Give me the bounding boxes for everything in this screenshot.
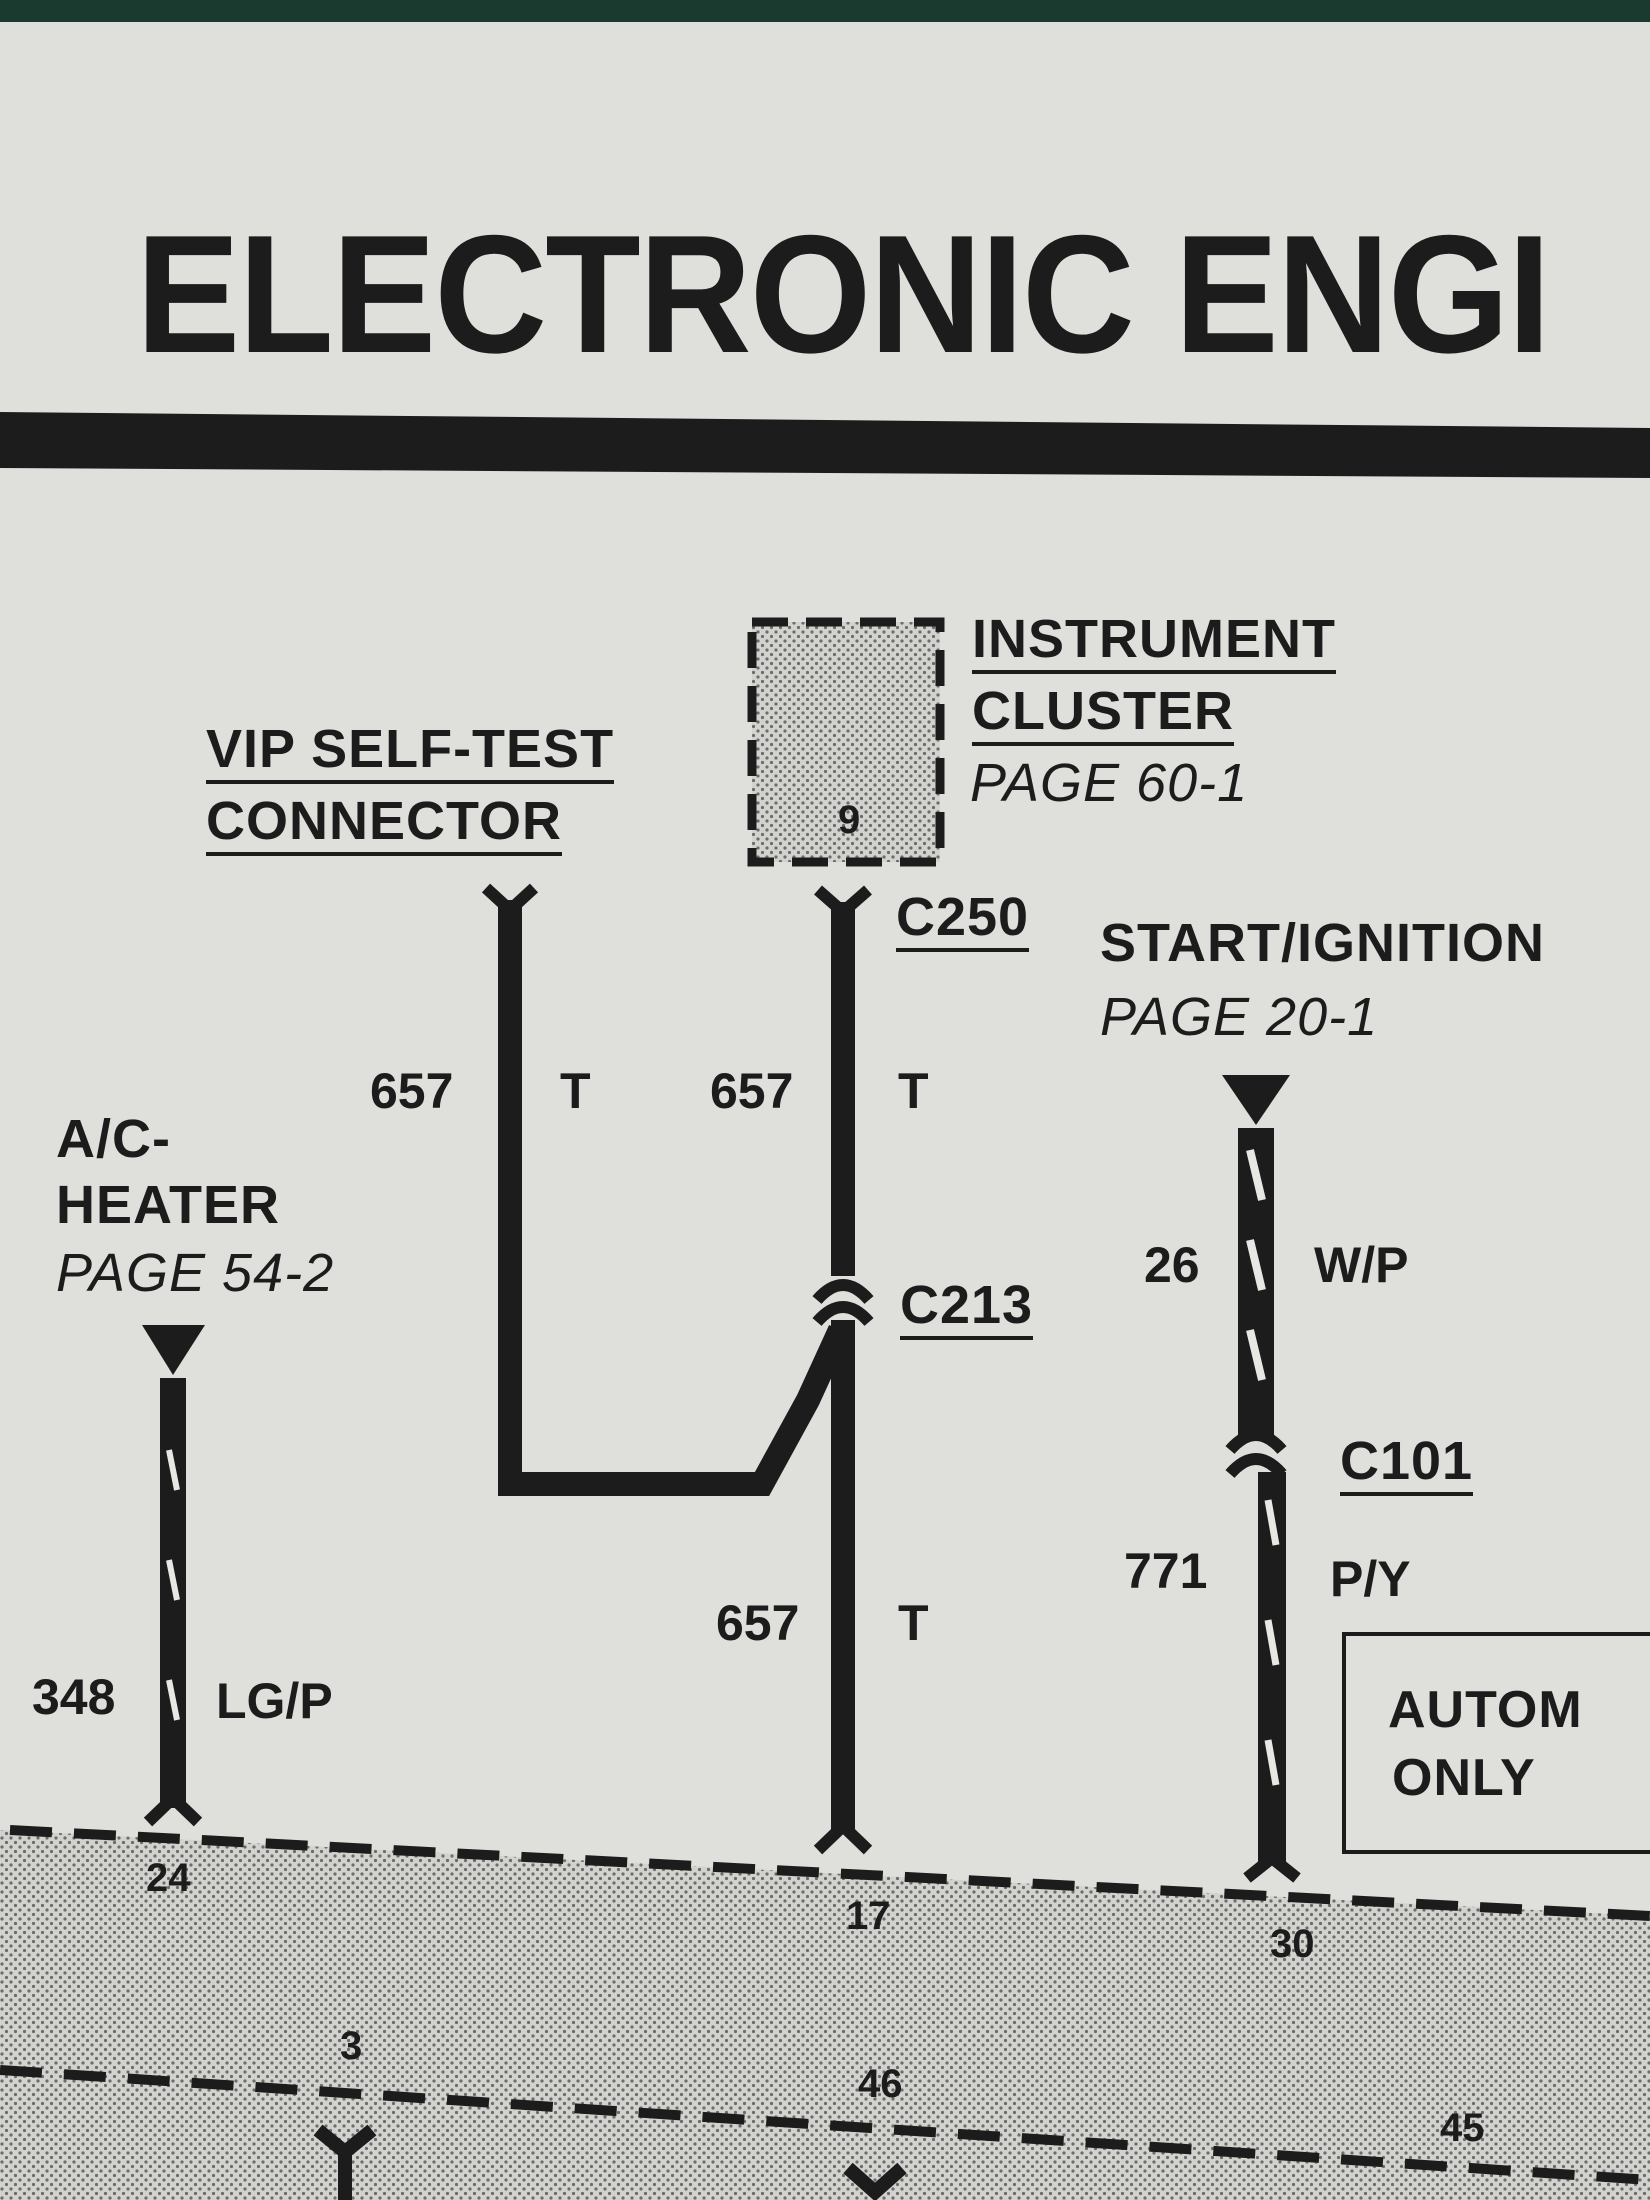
- pin24-connector-fork: [143, 1789, 203, 1827]
- module-pin-24: 24: [146, 1856, 191, 1900]
- instrument-cluster-label-1: INSTRUMENT: [972, 612, 1336, 674]
- c101-connector-top: [1225, 1429, 1287, 1455]
- ac-heater-label-1: A/C-: [56, 1109, 171, 1169]
- lower-wire-circuit: 657: [716, 1595, 800, 1651]
- park-wire-color: P/Y: [1330, 1551, 1411, 1607]
- pin30-connector-fork: [1243, 1850, 1301, 1883]
- park-wire-stripe: [1264, 1499, 1280, 1786]
- vip-connector-label-1: VIP SELF-TEST: [206, 722, 615, 784]
- ignition-wire-stripe: [1246, 1149, 1266, 1381]
- vip-connector-label-2: CONNECTOR: [206, 794, 563, 856]
- ac-wire-circuit: 348: [32, 1669, 116, 1725]
- instrument-cluster-pin: 9: [838, 798, 861, 842]
- cluster-wire-circuit: 657: [710, 1063, 794, 1119]
- module-pin-45: 45: [1440, 2106, 1485, 2150]
- ignition-wire-circuit: 26: [1144, 1237, 1200, 1293]
- ac-wire-stripe: [166, 1449, 180, 1721]
- page-title: ELECTRONIC ENGI: [136, 200, 1551, 388]
- background-surface: [0, 0, 1650, 22]
- start-ignition-page-ref: PAGE 20-1: [1100, 987, 1379, 1047]
- module-pin-46: 46: [858, 2062, 903, 2106]
- cluster-wire-color: T: [898, 1063, 929, 1119]
- ac-wire-color: LG/P: [216, 1673, 333, 1729]
- automatic-only-line-2: ONLY: [1392, 1749, 1536, 1807]
- automatic-only-line-1: AUTOM: [1388, 1681, 1583, 1739]
- module-pin-30: 30: [1270, 1922, 1315, 1966]
- module-pin-3: 3: [340, 2024, 363, 2068]
- vip-wire-circuit: 657: [370, 1063, 454, 1119]
- lower-connector-left: [313, 2124, 377, 2200]
- start-ignition-label: START/IGNITION: [1100, 913, 1545, 973]
- lower-wire-color: T: [898, 1595, 929, 1651]
- ac-arrow: [142, 1325, 205, 1375]
- c213-label: C213: [900, 1278, 1034, 1340]
- vip-wire: [498, 900, 851, 1496]
- instrument-cluster-label-2: CLUSTER: [972, 684, 1234, 746]
- ac-heater-label-2: HEATER: [56, 1175, 281, 1235]
- title-rule: [0, 412, 1650, 478]
- vip-wire-color: T: [560, 1063, 591, 1119]
- park-wire-circuit: 771: [1124, 1543, 1208, 1599]
- c101-connector-bottom: [1225, 1453, 1287, 1479]
- c213-connector-top: [812, 1279, 874, 1305]
- module-band: [0, 1830, 1650, 2200]
- c250-label: C250: [896, 890, 1030, 952]
- instrument-cluster-box: [747, 617, 945, 867]
- module-border-lower: [0, 2065, 1650, 2185]
- c101-label: C101: [1340, 1434, 1474, 1496]
- ignition-arrow: [1222, 1075, 1290, 1125]
- ignition-wire-color: W/P: [1314, 1237, 1409, 1293]
- c250-connector-fork: [814, 885, 872, 920]
- lower-connector-mid: [843, 2162, 907, 2200]
- c213-connector-bottom: [812, 1301, 874, 1327]
- ac-heater-page-ref: PAGE 54-2: [56, 1243, 335, 1303]
- vip-connector-fork: [481, 883, 539, 919]
- module-pin-17: 17: [846, 1894, 891, 1938]
- module-border-upper: [9, 1825, 1650, 1921]
- instrument-cluster-page-ref: PAGE 60-1: [970, 753, 1249, 813]
- automatic-only-box: [1342, 1632, 1650, 1854]
- pin17-connector-fork: [813, 1817, 873, 1855]
